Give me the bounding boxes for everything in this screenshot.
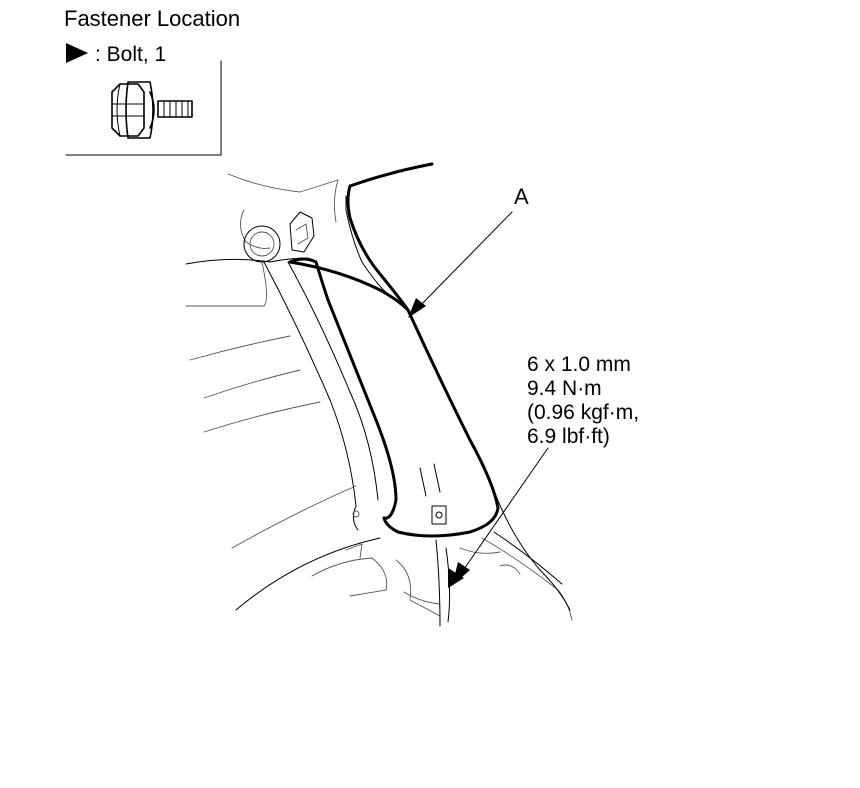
bolt-leader-arrow xyxy=(452,447,549,586)
part-a-leader-arrow xyxy=(408,211,513,318)
pillar-trim-part-a xyxy=(288,162,500,538)
vehicle-body-background xyxy=(185,173,573,627)
legend-frame xyxy=(65,60,222,156)
bolt-spec-torque-kgfm: (0.96 kgf·m, xyxy=(527,401,639,424)
bolt-spec-torque-lbfft: 6.9 lbf·ft) xyxy=(527,425,610,448)
bolt-icon xyxy=(111,81,193,139)
part-a-callout: A xyxy=(514,184,529,209)
bolt-spec-torque-nm: 9.4 N·m xyxy=(527,377,602,400)
bolt-spec-size: 6 x 1.0 mm xyxy=(527,353,631,376)
legend-bolt-label: : Bolt, 1 xyxy=(95,43,166,66)
triangle-marker-icon xyxy=(66,43,88,63)
bolt-location-marker-icon xyxy=(448,568,464,588)
diagram-heading: Fastener Location xyxy=(64,6,240,31)
